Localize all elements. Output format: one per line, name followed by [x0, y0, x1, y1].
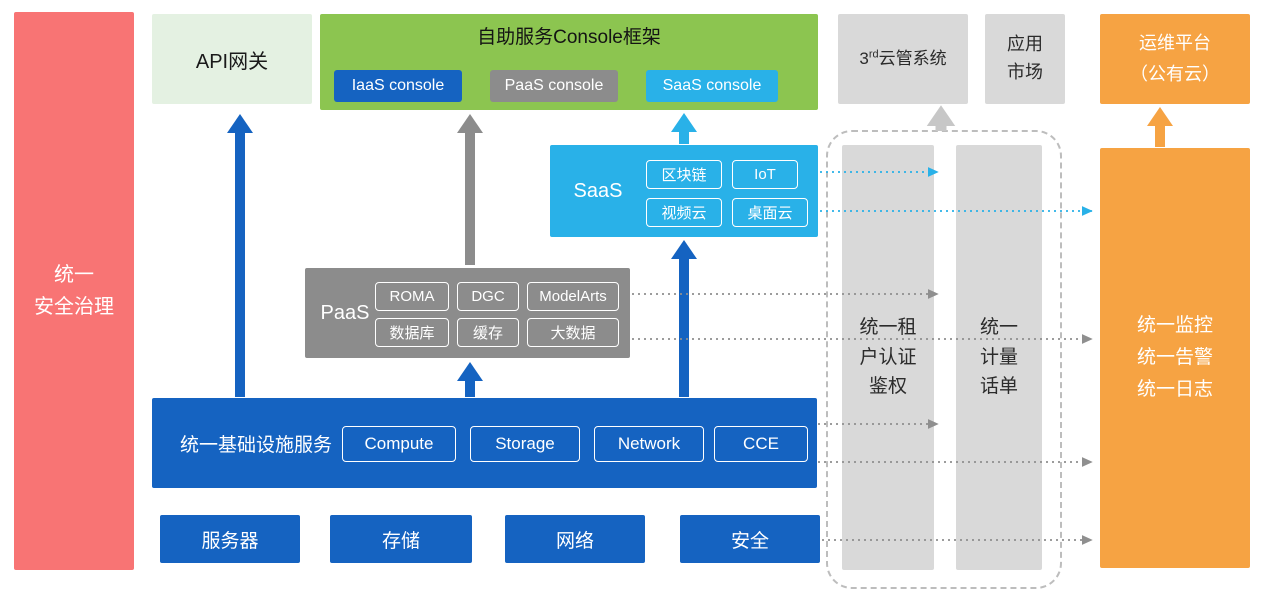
security-governance-label: 统一 安全治理 — [34, 264, 114, 318]
paas-item-modelarts-label: ModelArts — [539, 288, 607, 305]
saas-item-desktop-cloud: 桌面云 — [732, 198, 808, 227]
saas-item-video-cloud: 视频云 — [646, 198, 722, 227]
monitor-bar: 统一监控 统一告警 统一日志 — [1100, 148, 1250, 568]
hardware-server-box: 服务器 — [160, 515, 300, 563]
third-party-cms-rest: 云管系统 — [878, 48, 947, 68]
api-gateway-box: API网关 — [152, 14, 312, 104]
security-governance-bar: 统一 安全治理 — [14, 12, 134, 570]
hardware-network-box: 网络 — [505, 515, 645, 563]
iaas-console-chip: IaaS console — [334, 70, 462, 102]
saas-console-label: SaaS console — [662, 77, 762, 94]
third-party-cms-label: 3rd云管系统 — [859, 46, 946, 72]
saas-item-desktop-cloud-label: 桌面云 — [747, 205, 793, 222]
saas-item-iot-label: IoT — [754, 166, 776, 183]
auth-bar: 统一租 户认证 鉴权 — [842, 145, 934, 570]
infrastructure-box: 统一基础设施服务 Compute Storage Network CCE — [152, 398, 817, 488]
metering-bar-label: 统一 计量 话单 — [979, 317, 1018, 398]
paas-item-dgc-label: DGC — [471, 288, 505, 305]
paas-item-bigdata: 大数据 — [527, 318, 619, 347]
iaas-console-label: IaaS console — [351, 77, 445, 94]
paas-item-cache: 缓存 — [457, 318, 519, 347]
paas-label: PaaS — [320, 301, 370, 324]
saas-item-blockchain: 区块链 — [646, 160, 722, 189]
console-framework-box: 自助服务Console框架 IaaS console PaaS console … — [320, 14, 818, 110]
infrastructure-label: 统一基础设施服务 — [179, 434, 332, 456]
saas-label: SaaS — [573, 179, 623, 202]
monitor-bar-label: 统一监控 统一告警 统一日志 — [1136, 314, 1213, 401]
ops-platform-box: 运维平台 （公有云） — [1100, 14, 1250, 104]
app-market-label: 应用 市场 — [1007, 34, 1043, 82]
infra-item-cce-label: CCE — [743, 434, 779, 453]
third-party-cms-sup: rd — [868, 48, 879, 61]
saas-console-chip: SaaS console — [646, 70, 778, 102]
infra-item-storage: Storage — [470, 426, 580, 462]
hardware-server-label: 服务器 — [201, 530, 259, 552]
saas-item-blockchain-label: 区块链 — [661, 167, 707, 184]
paas-item-database-label: 数据库 — [389, 325, 435, 342]
api-gateway-label: API网关 — [195, 50, 269, 73]
paas-console-label: PaaS console — [504, 77, 604, 94]
saas-item-iot: IoT — [732, 160, 798, 189]
console-framework-title: 自助服务Console框架 — [477, 27, 661, 48]
infra-item-compute: Compute — [342, 426, 456, 462]
infra-item-network: Network — [594, 426, 704, 462]
hardware-network-label: 网络 — [555, 530, 594, 552]
paas-console-chip: PaaS console — [490, 70, 618, 102]
paas-item-modelarts: ModelArts — [527, 282, 619, 311]
third-party-cms-box: 3rd云管系统 — [838, 14, 968, 104]
paas-item-cache-label: 缓存 — [472, 325, 503, 342]
app-market-box: 应用 市场 — [985, 14, 1065, 104]
shared-services-dashed-group — [826, 130, 1062, 589]
hardware-security-box: 安全 — [680, 515, 820, 563]
infra-item-compute-label: Compute — [364, 434, 434, 453]
saas-item-video-cloud-label: 视频云 — [661, 205, 707, 222]
auth-bar-label: 统一租 户认证 鉴权 — [859, 317, 917, 398]
saas-box: SaaS 区块链 IoT 视频云 桌面云 — [550, 145, 818, 237]
paas-box: PaaS ROMA DGC ModelArts 数据库 缓存 大数据 — [305, 268, 630, 358]
paas-item-roma: ROMA — [375, 282, 449, 311]
paas-item-bigdata-label: 大数据 — [550, 325, 596, 342]
infra-item-network-label: Network — [617, 434, 681, 453]
hardware-security-label: 安全 — [730, 530, 769, 552]
paas-item-dgc: DGC — [457, 282, 519, 311]
ops-platform-label: 运维平台 （公有云） — [1130, 33, 1220, 84]
infra-item-cce: CCE — [714, 426, 808, 462]
third-party-cms-num: 3 — [859, 48, 869, 68]
hardware-storage-box: 存储 — [330, 515, 472, 563]
hardware-storage-label: 存储 — [381, 530, 420, 552]
paas-item-roma-label: ROMA — [389, 288, 435, 305]
infra-item-storage-label: Storage — [495, 434, 555, 453]
metering-bar: 统一 计量 话单 — [956, 145, 1042, 570]
paas-item-database: 数据库 — [375, 318, 449, 347]
